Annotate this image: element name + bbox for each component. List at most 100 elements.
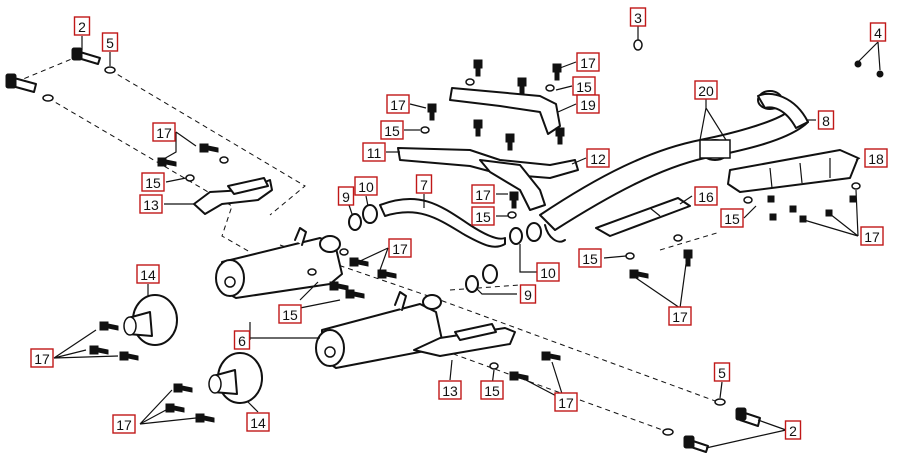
callout-box bbox=[713, 362, 731, 382]
callout-box bbox=[278, 304, 302, 324]
clamp-20 bbox=[699, 139, 731, 161]
callout-number: 15 bbox=[282, 307, 298, 323]
header-pipe-8 bbox=[539, 90, 809, 243]
callout-17: 17 bbox=[112, 414, 136, 434]
callout-box bbox=[136, 264, 160, 284]
callout-number: 15 bbox=[384, 123, 400, 139]
callout-number: 7 bbox=[420, 177, 428, 193]
callout-box bbox=[519, 284, 537, 304]
callout-box bbox=[139, 194, 163, 214]
callout-13: 13 bbox=[438, 380, 462, 400]
callout-number: 19 bbox=[580, 97, 596, 113]
callout-20: 20 bbox=[694, 80, 718, 100]
callout-box bbox=[629, 7, 647, 27]
callout-19: 19 bbox=[576, 94, 600, 114]
callout-number: 15 bbox=[576, 79, 592, 95]
callout-6: 6 bbox=[233, 330, 251, 350]
callout-16: 16 bbox=[694, 186, 718, 206]
small-washers bbox=[42, 39, 884, 436]
callout-box bbox=[784, 420, 802, 440]
callout-number: 14 bbox=[250, 415, 266, 431]
callout-box bbox=[668, 306, 692, 326]
callout-number: 11 bbox=[367, 145, 382, 161]
callout-box bbox=[869, 22, 887, 42]
callout-number: 8 bbox=[822, 113, 830, 129]
assembly-guide-lines bbox=[15, 57, 721, 433]
bracket-19 bbox=[449, 87, 561, 135]
callout-15: 15 bbox=[480, 380, 504, 400]
callout-box bbox=[817, 110, 835, 130]
callout-box bbox=[112, 414, 136, 434]
callout-number: 2 bbox=[789, 423, 797, 439]
callout-box bbox=[694, 80, 718, 100]
callout-number: 13 bbox=[143, 197, 159, 213]
callout-10: 10 bbox=[354, 176, 378, 196]
callout-number: 17 bbox=[390, 97, 406, 113]
callout-14: 14 bbox=[246, 412, 270, 432]
callout-box bbox=[152, 122, 176, 142]
callout-box bbox=[380, 120, 404, 140]
callout-box bbox=[860, 226, 884, 246]
callout-10: 10 bbox=[536, 262, 560, 282]
callout-number: 17 bbox=[34, 351, 50, 367]
bolts-2 bbox=[5, 47, 761, 453]
callout-box bbox=[471, 206, 495, 226]
pipe-7 bbox=[379, 197, 506, 248]
callout-number: 5 bbox=[718, 365, 726, 381]
callout-18: 18 bbox=[864, 148, 888, 168]
callout-box bbox=[388, 238, 412, 258]
callout-number: 15 bbox=[475, 209, 491, 225]
callout-15: 15 bbox=[380, 120, 404, 140]
callout-number: 5 bbox=[106, 35, 114, 51]
callout-9: 9 bbox=[337, 186, 355, 206]
callout-2: 2 bbox=[784, 420, 802, 440]
callout-15: 15 bbox=[278, 304, 302, 324]
callout-15: 15 bbox=[141, 172, 165, 192]
callout-box bbox=[576, 94, 600, 114]
callout-number: 13 bbox=[442, 383, 458, 399]
callout-number: 15 bbox=[582, 251, 598, 267]
callout-box bbox=[576, 52, 600, 72]
end-cap-14-upper bbox=[123, 294, 178, 346]
callout-17: 17 bbox=[152, 122, 176, 142]
callout-box bbox=[536, 262, 560, 282]
callout-number: 16 bbox=[698, 189, 714, 205]
heat-shield-12 bbox=[479, 159, 546, 211]
muffler-lower bbox=[315, 291, 443, 369]
callout-number: 17 bbox=[156, 125, 172, 141]
callout-12: 12 bbox=[586, 148, 610, 168]
callout-box bbox=[354, 176, 378, 196]
callout-number: 14 bbox=[140, 267, 156, 283]
gaskets-9-10 bbox=[348, 204, 542, 293]
muffler-upper bbox=[215, 227, 343, 299]
callout-number: 10 bbox=[358, 179, 374, 195]
callout-box bbox=[101, 32, 119, 52]
end-cap-14-lower bbox=[208, 352, 263, 404]
callout-17: 17 bbox=[576, 52, 600, 72]
callout-box bbox=[554, 392, 578, 412]
callout-number: 20 bbox=[698, 83, 714, 99]
callout-17: 17 bbox=[388, 238, 412, 258]
callout-number: 17 bbox=[864, 229, 880, 245]
callout-box bbox=[415, 174, 433, 194]
callout-17: 17 bbox=[471, 184, 495, 204]
callout-number: 17 bbox=[580, 55, 596, 71]
callout-number: 3 bbox=[634, 10, 642, 26]
callout-box bbox=[73, 16, 91, 36]
callout-2: 2 bbox=[73, 16, 91, 36]
callout-3: 3 bbox=[629, 7, 647, 27]
callout-13: 13 bbox=[139, 194, 163, 214]
callout-number: 15 bbox=[484, 383, 500, 399]
callout-box bbox=[337, 186, 355, 206]
callout-number: 15 bbox=[145, 175, 161, 191]
callout-box bbox=[233, 330, 251, 350]
callout-number: 9 bbox=[524, 287, 532, 303]
callout-number: 17 bbox=[558, 395, 574, 411]
callout-number: 17 bbox=[116, 417, 132, 433]
callout-box bbox=[362, 142, 386, 162]
callout-number: 2 bbox=[78, 19, 86, 35]
callout-8: 8 bbox=[817, 110, 835, 130]
heat-shield-18 bbox=[727, 149, 859, 193]
callout-5: 5 bbox=[713, 362, 731, 382]
